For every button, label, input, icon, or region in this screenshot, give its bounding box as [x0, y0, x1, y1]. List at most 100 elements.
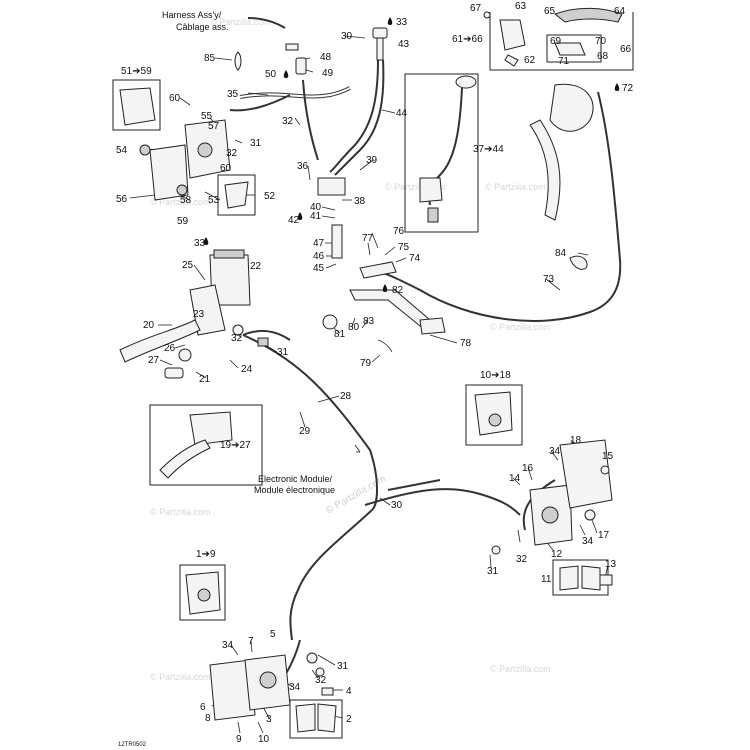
caliper-51-59 [119, 87, 156, 126]
part-label-37-44: 37➔44 [473, 144, 504, 155]
part-label-21: 21 [199, 374, 211, 385]
piston-21 [164, 367, 184, 379]
caliper-bracket-15 [559, 439, 613, 509]
part-label-59: 59 [177, 216, 189, 227]
part-label-49: 49 [322, 68, 334, 79]
clip-84 [569, 255, 588, 270]
captions: Harness Ass'y/ Câblage ass. Electronic M… [118, 10, 335, 748]
part-label-32: 32 [226, 148, 238, 159]
part-label-68: 68 [597, 51, 609, 62]
watermark: © Partzilla.com [490, 664, 551, 674]
part-label-84: 84 [555, 248, 567, 259]
part-label-71: 71 [558, 56, 570, 67]
part-label-14: 14 [509, 473, 521, 484]
part-label-73: 73 [543, 274, 555, 285]
part-label-12: 12 [551, 549, 563, 560]
master-cylinder-inset [149, 404, 263, 486]
part-label-53: 53 [208, 195, 220, 206]
pedal-arm [349, 289, 431, 331]
front-master-cylinder [119, 249, 269, 379]
spring-79 [377, 339, 393, 353]
cylinder-72 [549, 83, 594, 132]
left-caliper [209, 652, 343, 739]
diagram-code: 12TR0502 [118, 742, 147, 748]
part-labels: 67 63 65 64 61➔66 69 70 66 68 71 62 72 3… [116, 1, 634, 745]
part-label-54: 54 [116, 145, 128, 156]
part-label-32: 32 [315, 675, 327, 686]
right-caliper [491, 439, 613, 596]
part-label-42: 42 [288, 215, 300, 226]
grease-icon [614, 83, 620, 91]
reservoir-inset-cap [455, 75, 477, 89]
part-label-39: 39 [366, 155, 378, 166]
brake-line-57 [229, 94, 291, 112]
part-label-35: 35 [227, 89, 239, 100]
reservoir-top [234, 27, 388, 75]
part-label-78: 78 [460, 338, 472, 349]
junction-block-38 [317, 177, 346, 196]
part-label-34: 34 [549, 446, 561, 457]
part-label-64: 64 [614, 6, 626, 17]
part-label-40: 40 [310, 202, 322, 213]
part-label-6: 6 [200, 702, 206, 713]
part-label-34: 34 [582, 536, 594, 547]
part-label-83: 83 [363, 316, 375, 327]
harness-lead [247, 17, 286, 29]
part-label-66: 66 [620, 44, 632, 55]
caliper-inset-10-18 [465, 384, 523, 446]
watermark: © Partzilla.com [385, 182, 446, 192]
grease-icon [203, 237, 209, 245]
part-label-72: 72 [622, 83, 634, 94]
part-label-28: 28 [340, 391, 352, 402]
part-label-24: 24 [241, 364, 253, 375]
part-label-18: 18 [570, 435, 582, 446]
brake-lever-20 [119, 319, 201, 363]
part-label-77: 77 [362, 233, 374, 244]
pedal-pad [419, 317, 446, 335]
part-label-57: 57 [208, 121, 220, 132]
part-label-15: 15 [602, 451, 614, 462]
part-label-8: 8 [205, 713, 211, 724]
part-label-60: 60 [220, 163, 232, 174]
hand-lever-assembly-box [483, 7, 634, 71]
part-label-1-9: 1➔9 [196, 549, 216, 560]
inset-caliper-10-18 [474, 391, 513, 436]
part-label-10-18: 10➔18 [480, 370, 511, 381]
part-label-17: 17 [598, 530, 610, 541]
part-label-23: 23 [193, 309, 205, 320]
part-label-34: 34 [289, 682, 301, 693]
part-label-30: 30 [341, 31, 353, 42]
grease-icon [387, 17, 393, 25]
inset-cylinder [189, 411, 233, 446]
clip-4 [321, 687, 334, 696]
part-label-26: 26 [164, 343, 176, 354]
part-label-30: 30 [391, 500, 403, 511]
watermark: © Partzilla.com [150, 197, 211, 207]
harness-caption-fr: Câblage ass. [176, 22, 229, 32]
part-label-62: 62 [524, 55, 536, 66]
part-label-46: 46 [313, 251, 325, 262]
watermark: © Partzilla.com [150, 507, 211, 517]
brake-hose-junction [387, 479, 441, 491]
part-label-32: 32 [282, 116, 294, 127]
lever-bracket-63 [499, 19, 526, 51]
part-label-11: 11 [541, 574, 552, 585]
part-label-81: 81 [334, 329, 346, 340]
brake-lever-64 [553, 7, 623, 23]
part-label-67: 67 [470, 3, 482, 14]
part-label-33: 33 [194, 238, 206, 249]
part-label-60: 60 [169, 93, 181, 104]
leader-lines [129, 35, 609, 734]
caliper-inset-1-9 [179, 564, 226, 621]
part-label-38: 38 [354, 196, 366, 207]
part-label-56: 56 [116, 194, 128, 205]
part-label-65: 65 [544, 6, 556, 17]
part-label-48: 48 [320, 52, 332, 63]
grease-icon [297, 212, 303, 220]
part-label-63: 63 [515, 1, 527, 12]
part-label-32: 32 [231, 333, 243, 344]
hydraulic-cylinder [529, 83, 594, 221]
part-label-47: 47 [313, 238, 325, 249]
rod-47 [331, 224, 343, 259]
